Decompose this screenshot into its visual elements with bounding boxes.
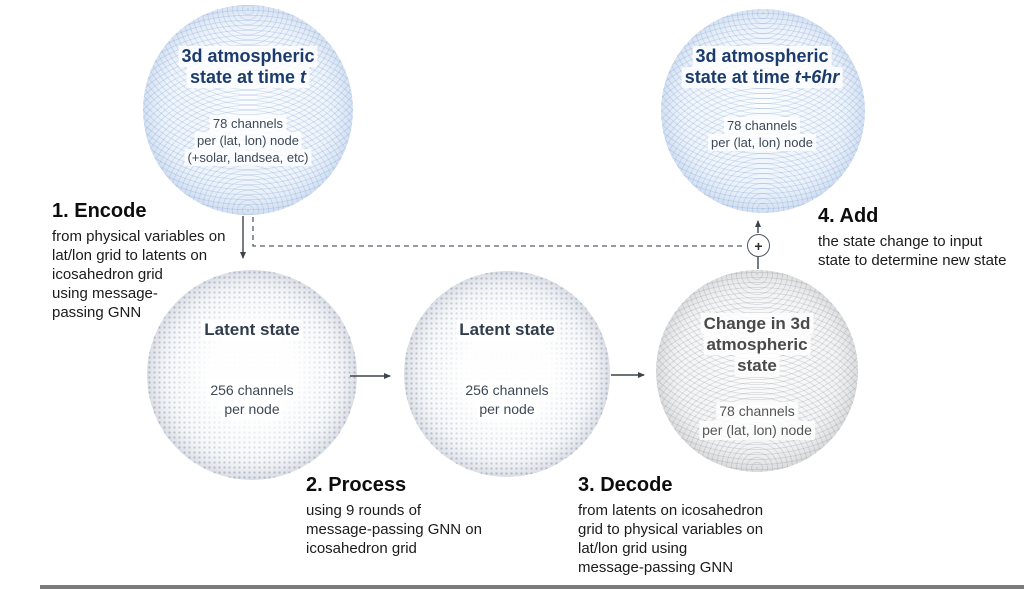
output-time-variable: t+6hr (794, 67, 840, 87)
step-encode-line5: passing GNN (52, 304, 142, 321)
latent2-title: Latent state (456, 320, 558, 340)
delta-title-line3: state (734, 355, 780, 376)
input-title-line1: 3d atmospheric (178, 46, 318, 67)
step-decode-line3: lat/lon grid using (578, 540, 688, 557)
step-encode-line2: lat/lon grid to latents on (52, 247, 208, 264)
output-state-globe (661, 9, 865, 213)
input-time-variable: t (300, 67, 307, 87)
step-encode-line4: using message- (52, 285, 158, 302)
output-title-line2: state at time (684, 67, 790, 87)
step-process-line3: icosahedron grid (306, 540, 417, 557)
step-decode-heading: 3. Decode (578, 474, 673, 496)
output-caption-line1: 78 channels (723, 117, 801, 134)
latent1-title-text: Latent state (201, 320, 303, 340)
latent1-caption: 256 channels per node (207, 381, 297, 419)
latent-state-globe-2 (404, 271, 610, 477)
output-title-line1: 3d atmospheric (692, 46, 832, 67)
step-add-line1: the state change to input (818, 233, 983, 250)
latent2-caption: 256 channels per node (462, 381, 552, 419)
input-globe-title: 3d atmospheric state at time t (178, 46, 318, 88)
output-globe-caption: 78 channels per (lat, lon) node (708, 117, 816, 151)
output-globe-title: 3d atmospheric state at time t+6hr (681, 46, 843, 88)
input-caption-line1: 78 channels (209, 115, 287, 132)
delta-caption-line1: 78 channels (716, 402, 798, 421)
delta-title-line2: atmospheric (703, 334, 811, 355)
step-encode-line1: from physical variables on (52, 228, 226, 245)
output-caption-line2: per (lat, lon) node (708, 134, 816, 151)
bottom-divider-line (40, 585, 1024, 589)
latent-state-globe-1 (147, 270, 357, 480)
latent1-title: Latent state (201, 320, 303, 340)
step-encode-heading: 1. Encode (52, 200, 147, 222)
latent1-caption-line2: per node (221, 400, 283, 419)
step-decode-line1: from latents on icosahedron (578, 502, 764, 519)
step-add-heading: 4. Add (818, 205, 879, 227)
step-encode-line3: icosahedron grid (52, 266, 163, 283)
delta-caption-line2: per (lat, lon) node (699, 421, 815, 440)
step-process-line2: message-passing GNN on (306, 521, 482, 538)
delta-globe-title: Change in 3d atmospheric state (700, 313, 814, 376)
delta-title-line1: Change in 3d (700, 313, 814, 334)
step-add: 4. Add the state change to input state t… (818, 205, 1006, 270)
step-process-heading: 2. Process (306, 474, 407, 496)
input-state-globe (143, 5, 353, 215)
input-caption-line2: per (lat, lon) node (194, 132, 302, 149)
latent2-title-text: Latent state (456, 320, 558, 340)
input-title-line2: state at time (189, 67, 296, 87)
residual-skip-dashed-line (252, 217, 744, 247)
input-caption-line3: (+solar, landsea, etc) (184, 149, 312, 166)
step-decode: 3. Decode from latents on icosahedron gr… (578, 474, 763, 577)
plus-sign: + (754, 237, 763, 254)
step-process-line1: using 9 rounds of (306, 502, 422, 519)
step-decode-line4: message-passing GNN (578, 559, 734, 576)
step-encode: 1. Encode from physical variables on lat… (52, 200, 225, 322)
delta-globe-caption: 78 channels per (lat, lon) node (699, 402, 815, 440)
latent2-caption-line2: per node (476, 400, 538, 419)
step-add-line2: state to determine new state (818, 252, 1007, 269)
latent1-caption-line1: 256 channels (207, 381, 297, 400)
step-process: 2. Process using 9 rounds of message-pas… (306, 474, 482, 558)
input-globe-caption: 78 channels per (lat, lon) node (+solar,… (184, 115, 312, 166)
latent2-caption-line1: 256 channels (462, 381, 552, 400)
add-operator-icon: + (747, 234, 770, 257)
step-decode-line2: grid to physical variables on (578, 521, 764, 538)
